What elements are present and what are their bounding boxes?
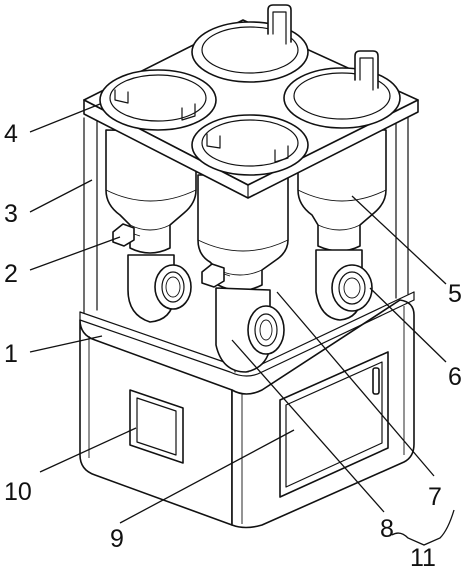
callout-9: 9	[110, 525, 124, 553]
callout-7: 7	[428, 483, 442, 511]
valve-front	[201, 263, 285, 373]
callout-8: 8	[380, 515, 394, 543]
callout-5: 5	[448, 280, 462, 308]
callout-11: 11	[410, 544, 436, 569]
callout-4: 4	[4, 120, 18, 148]
valve-back-left	[112, 223, 192, 323]
canister-back	[191, 4, 309, 83]
callout-10: 10	[4, 478, 32, 506]
top-plate	[83, 19, 419, 199]
access-door	[279, 351, 389, 498]
valve-back-right	[315, 249, 373, 321]
callout-3: 3	[4, 200, 18, 228]
callout-1: 1	[4, 340, 18, 368]
callout-2: 2	[4, 260, 18, 288]
callout-6: 6	[448, 363, 462, 391]
canister-right	[283, 50, 401, 129]
leader-lines	[29, 103, 455, 546]
callout-labels: 4 3 2 1 10 9 8 7 6 5 11	[4, 120, 462, 569]
canister-front	[191, 114, 309, 176]
control-panel	[129, 389, 184, 464]
canister-left	[99, 69, 217, 131]
